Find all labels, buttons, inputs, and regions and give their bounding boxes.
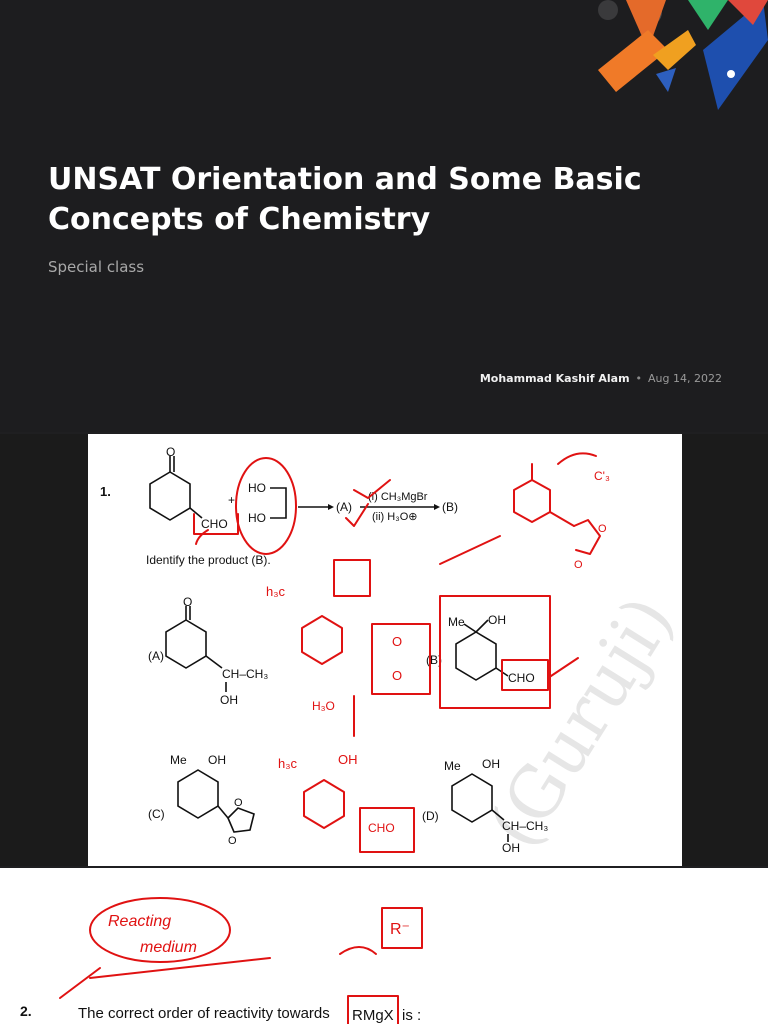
option-d: (D) Me OH CH–CH₃ OH [422,757,548,855]
svg-text:CH–CH₃: CH–CH₃ [502,819,548,833]
ethylene-glycol: HO HO [248,481,287,525]
svg-text:R⁻: R⁻ [390,921,410,938]
svg-text:Me: Me [170,753,187,767]
svg-text:h₃c: h₃c [266,584,286,599]
title-line-2: Concepts of Chemistry [48,202,431,237]
question-1-slide: (Guruji) 1. O CHO + HO HO (A) (i) CH₃MgB… [0,434,768,866]
question-2-page: Reacting medium R⁻ 2. The correct order … [0,868,768,1024]
svg-text:HO: HO [248,511,266,525]
svg-text:OH: OH [502,841,520,855]
question-prompt: Identify the product (B). [146,553,271,567]
svg-text:O: O [392,668,402,683]
reactant-cho: CHO [201,517,228,531]
handwritten-note: Reacting medium R⁻ [59,897,423,999]
author-name: Mohammad Kashif Alam [479,372,630,385]
svg-text:OH: OH [338,752,358,767]
decorative-pencils-graphic [598,0,768,110]
question-1-page: (Guruji) 1. O CHO + HO HO (A) (i) CH₃MgB… [88,434,682,866]
svg-text:(C): (C) [148,807,165,821]
plus-sign: + [228,493,235,507]
svg-text:Me: Me [448,615,465,629]
svg-text:CHO: CHO [508,671,535,685]
lesson-title: UNSAT Orientation and Some Basic Concept… [48,160,648,240]
option-a: (A) O CH–CH₃ OH [148,595,268,707]
publish-date: Aug 14, 2022 [648,372,722,385]
cover-slide: UNSAT Orientation and Some Basic Concept… [0,0,768,432]
question-2-text: The correct order of reactivity towards [78,1005,330,1022]
svg-text:O: O [234,797,243,809]
handwritten-annotations: C'₃ O O h₃c O O H₃O h₃c OH [193,452,610,853]
option-b: (B) Me OH CHO [426,613,535,685]
svg-text:OH: OH [488,613,506,627]
svg-text:O: O [392,634,402,649]
product-b: (B) [442,500,458,514]
svg-text:Me: Me [444,759,461,773]
svg-text:CHO: CHO [368,821,395,835]
svg-text:OH: OH [482,757,500,771]
svg-text:Reacting: Reacting [108,913,171,930]
question-2-number: 2. [20,1003,32,1019]
svg-text:HO: HO [248,481,266,495]
svg-text:OH: OH [220,693,238,707]
svg-text:O: O [574,559,583,571]
author-line: Mohammad Kashif Alam • Aug 14, 2022 [480,372,722,385]
question-2-boxed: RMgX [352,1007,394,1024]
reagent-step-1: (i) CH₃MgBr [368,491,428,503]
reactant-structure: O CHO [149,445,228,531]
svg-text:(A): (A) [148,649,164,663]
svg-text:CH–CH₃: CH–CH₃ [222,667,268,681]
svg-text:h₃c: h₃c [278,756,298,771]
svg-text:medium: medium [140,939,197,956]
question-2-tail: is : [402,1007,421,1024]
reagent-step-2: (ii) H₃O⊕ [372,511,417,523]
svg-text:O: O [228,835,237,847]
svg-text:H₃O: H₃O [312,699,335,713]
option-c: (C) Me OH O O [148,753,255,847]
svg-text:O: O [183,595,192,609]
intermediate-a: (A) [336,500,352,514]
svg-text:C'₃: C'₃ [594,469,610,483]
svg-text:OH: OH [208,753,226,767]
lesson-subtitle: Special class [48,258,145,276]
question-number: 1. [100,484,111,499]
svg-text:O: O [598,523,607,535]
svg-text:O: O [166,445,175,459]
svg-text:(D): (D) [422,809,439,823]
question-1-drawing: (Guruji) 1. O CHO + HO HO (A) (i) CH₃MgB… [100,445,682,862]
question-2-slide: Reacting medium R⁻ 2. The correct order … [0,868,768,1024]
question-2-drawing: Reacting medium R⁻ 2. The correct order … [20,897,423,1024]
separator-dot: • [635,372,643,385]
title-line-1: UNSAT Orientation and Some Basic [48,162,642,197]
